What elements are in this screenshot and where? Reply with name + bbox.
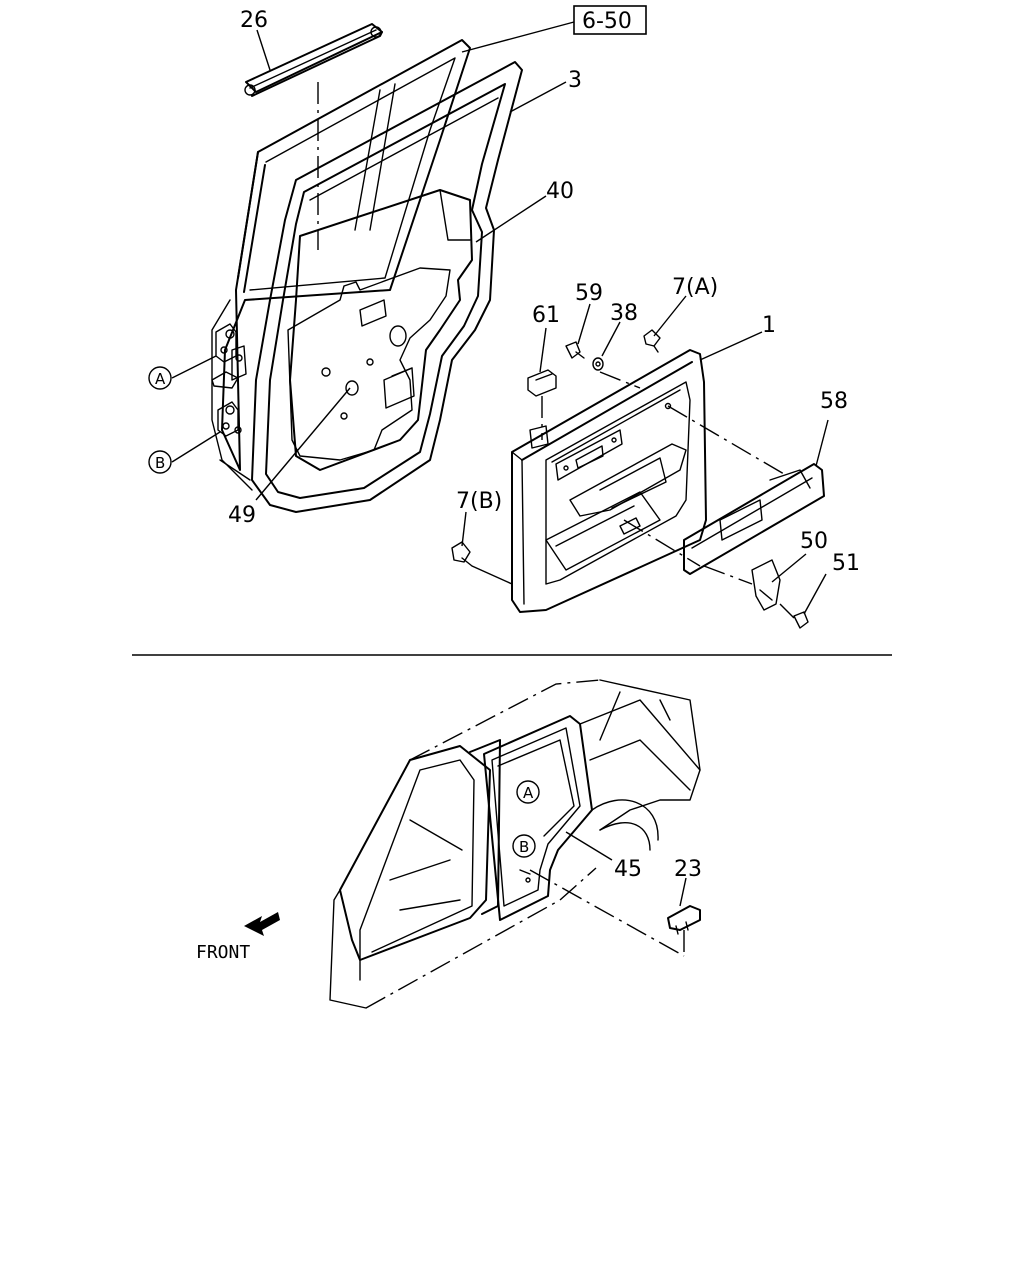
svg-text:B: B xyxy=(519,838,529,856)
part-50-bracket xyxy=(751,559,781,611)
part-51-screw xyxy=(793,611,809,629)
callout-61: 61 xyxy=(532,303,560,328)
callout-45: 45 xyxy=(614,857,642,882)
part-38-washer xyxy=(592,357,604,371)
marker-b-bottom: B xyxy=(512,834,536,858)
marker-b-top: B xyxy=(148,450,172,474)
callout-7b: 7(B) xyxy=(456,489,502,514)
marker-a-top: A xyxy=(148,366,172,390)
part-61-clip xyxy=(527,369,557,397)
callout-7a: 7(A) xyxy=(672,275,718,300)
door-inner-panel xyxy=(287,189,473,471)
svg-text:B: B xyxy=(155,454,165,472)
part-58-pad xyxy=(683,463,825,575)
part-7b-clip xyxy=(451,541,473,567)
part-1-door-trim xyxy=(511,349,707,613)
callout-23: 23 xyxy=(674,857,702,882)
callout-38: 38 xyxy=(610,301,638,326)
part-7a-clip xyxy=(643,329,661,353)
ref-box-label: 6-50 xyxy=(582,9,632,34)
front-arrow-icon xyxy=(244,912,280,936)
part-26-weatherstrip xyxy=(244,23,383,97)
callout-50: 50 xyxy=(800,529,828,554)
svg-text:A: A xyxy=(155,370,166,388)
callout-1: 1 xyxy=(762,313,776,338)
callout-58: 58 xyxy=(820,389,848,414)
callout-40: 40 xyxy=(546,179,574,204)
leader-lines-top xyxy=(171,21,829,615)
callout-51: 51 xyxy=(832,551,860,576)
part-3-door-seal xyxy=(251,61,523,513)
callout-49: 49 xyxy=(228,503,256,528)
ref-box xyxy=(573,5,647,35)
marker-a-bottom: A xyxy=(516,780,540,804)
callout-59: 59 xyxy=(575,281,603,306)
svg-text:A: A xyxy=(523,784,534,802)
vehicle-body-side xyxy=(329,679,701,1009)
part-59-screw xyxy=(565,341,585,359)
part-23-cap xyxy=(667,905,701,935)
callout-3: 3 xyxy=(568,68,582,93)
callout-26: 26 xyxy=(240,8,268,33)
front-label: FRONT xyxy=(196,942,250,963)
